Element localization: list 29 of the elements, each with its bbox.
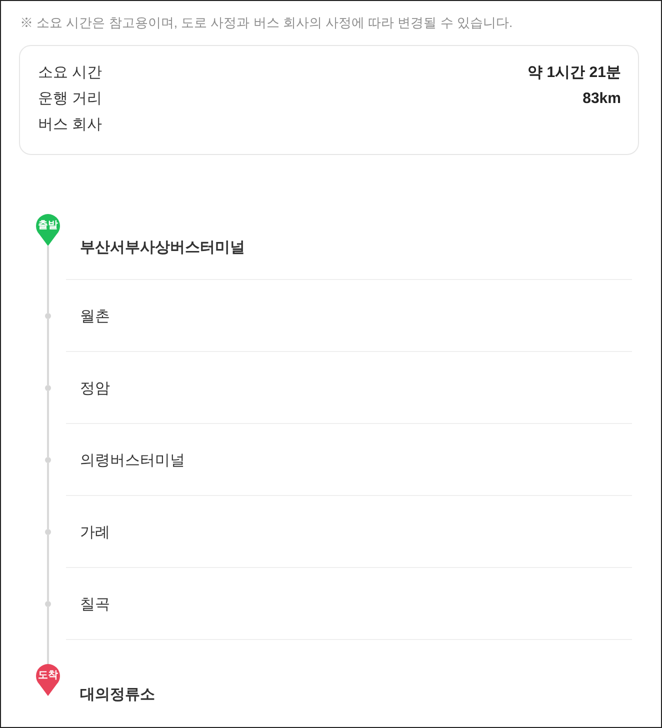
stop-name: 월촌 [80,307,110,327]
stop-dot [45,601,51,607]
location-pin [36,214,60,246]
route-line [47,535,49,601]
pin-label: 도착 [37,669,59,683]
stop-name: 가례 [80,523,110,543]
stop-dot [45,457,51,463]
route-line [47,463,49,529]
stop-dot [45,529,51,535]
route-line [47,607,49,664]
info-label: 버스 회사 [38,115,102,135]
stop-name: 대의정류소 [80,685,155,705]
notice-text: ※ 소요 시간은 참고용이며, 도로 사정과 버스 회사의 사정에 따라 변경될 수 있습니다. [20,14,513,32]
location-pin [36,664,60,696]
stop-dot [45,385,51,391]
info-value: 83km [582,89,621,109]
route-line [47,319,49,385]
route-line [47,246,49,313]
info-label: 소요 시간 [38,63,102,83]
route-line [47,391,49,457]
pin-label: 출발 [37,219,59,233]
stop-name: 부산서부사상버스터미널 [80,238,245,258]
stop-name: 칠곡 [80,595,110,615]
info-card [19,45,639,155]
stop-dot [45,313,51,319]
stop-name: 정암 [80,379,110,399]
stop-name: 의령버스터미널 [80,451,185,471]
info-value: 약 1시간 21분 [528,63,621,83]
info-label: 운행 거리 [38,89,102,109]
